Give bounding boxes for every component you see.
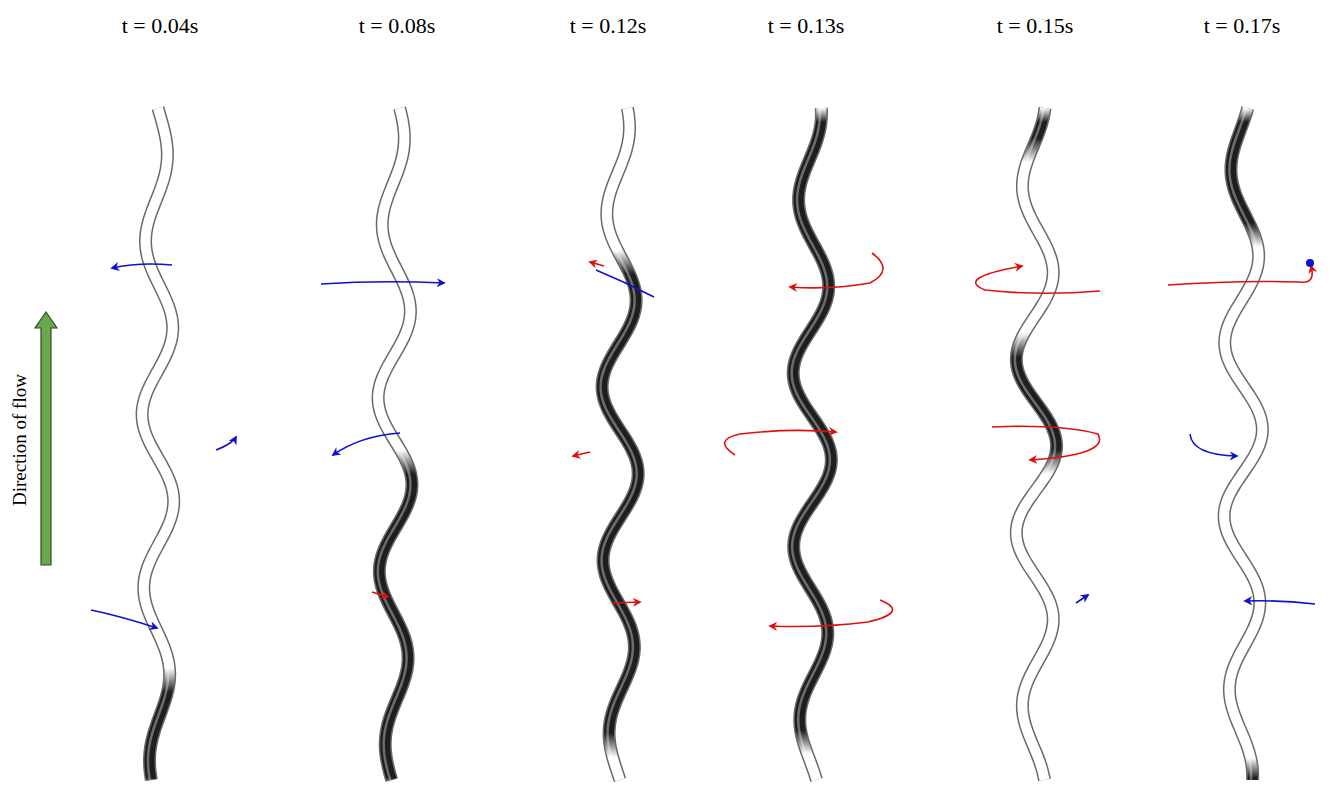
rotation-arrow — [790, 253, 883, 288]
filament-highlight — [792, 108, 830, 780]
rotation-arrow — [612, 602, 640, 603]
rotation-arrow — [590, 262, 604, 266]
rotation-arrow — [976, 266, 1100, 293]
filament-body — [602, 108, 638, 780]
rotation-arrow — [596, 270, 654, 297]
filament — [1223, 108, 1263, 780]
filament-highlight — [1015, 108, 1055, 780]
flow-arrow — [35, 312, 57, 565]
filament-body — [1016, 108, 1056, 780]
filament-highlight — [1223, 108, 1261, 780]
arrow-dot — [1306, 259, 1314, 267]
rotation-arrow — [573, 452, 590, 456]
rotation-arrow — [112, 264, 172, 268]
filament — [792, 108, 832, 780]
rotation-arrow — [1245, 601, 1315, 604]
filament-highlight — [141, 108, 173, 780]
filament-outline — [1016, 108, 1056, 780]
filament — [377, 108, 412, 780]
filament — [1015, 108, 1057, 780]
rotation-arrow — [992, 426, 1100, 460]
filament — [141, 108, 174, 780]
time-label: t = 0.15s — [997, 13, 1074, 39]
rotation-arrow — [770, 600, 893, 627]
time-label: t = 0.04s — [122, 13, 199, 39]
rotation-arrow — [1076, 595, 1088, 603]
filament-highlight — [601, 108, 637, 780]
filament — [601, 108, 639, 780]
rotation-arrow — [216, 437, 236, 450]
flow-arrow-shape — [35, 312, 57, 565]
rotation-arrow — [1168, 266, 1312, 285]
rotation-arrow — [372, 592, 388, 597]
time-label: t = 0.08s — [359, 13, 436, 39]
time-label: t = 0.17s — [1204, 13, 1281, 39]
axis-label: Direction of flow — [9, 374, 31, 506]
rotation-arrow — [321, 282, 444, 284]
time-label: t = 0.13s — [768, 13, 845, 39]
filament-outline — [602, 108, 638, 780]
filament-highlight — [377, 108, 411, 780]
rotation-arrow — [1190, 434, 1237, 456]
rotation-arrow — [725, 430, 836, 455]
time-label: t = 0.12s — [570, 13, 647, 39]
rotation-arrow — [333, 433, 400, 455]
rotation-arrow — [91, 610, 157, 628]
